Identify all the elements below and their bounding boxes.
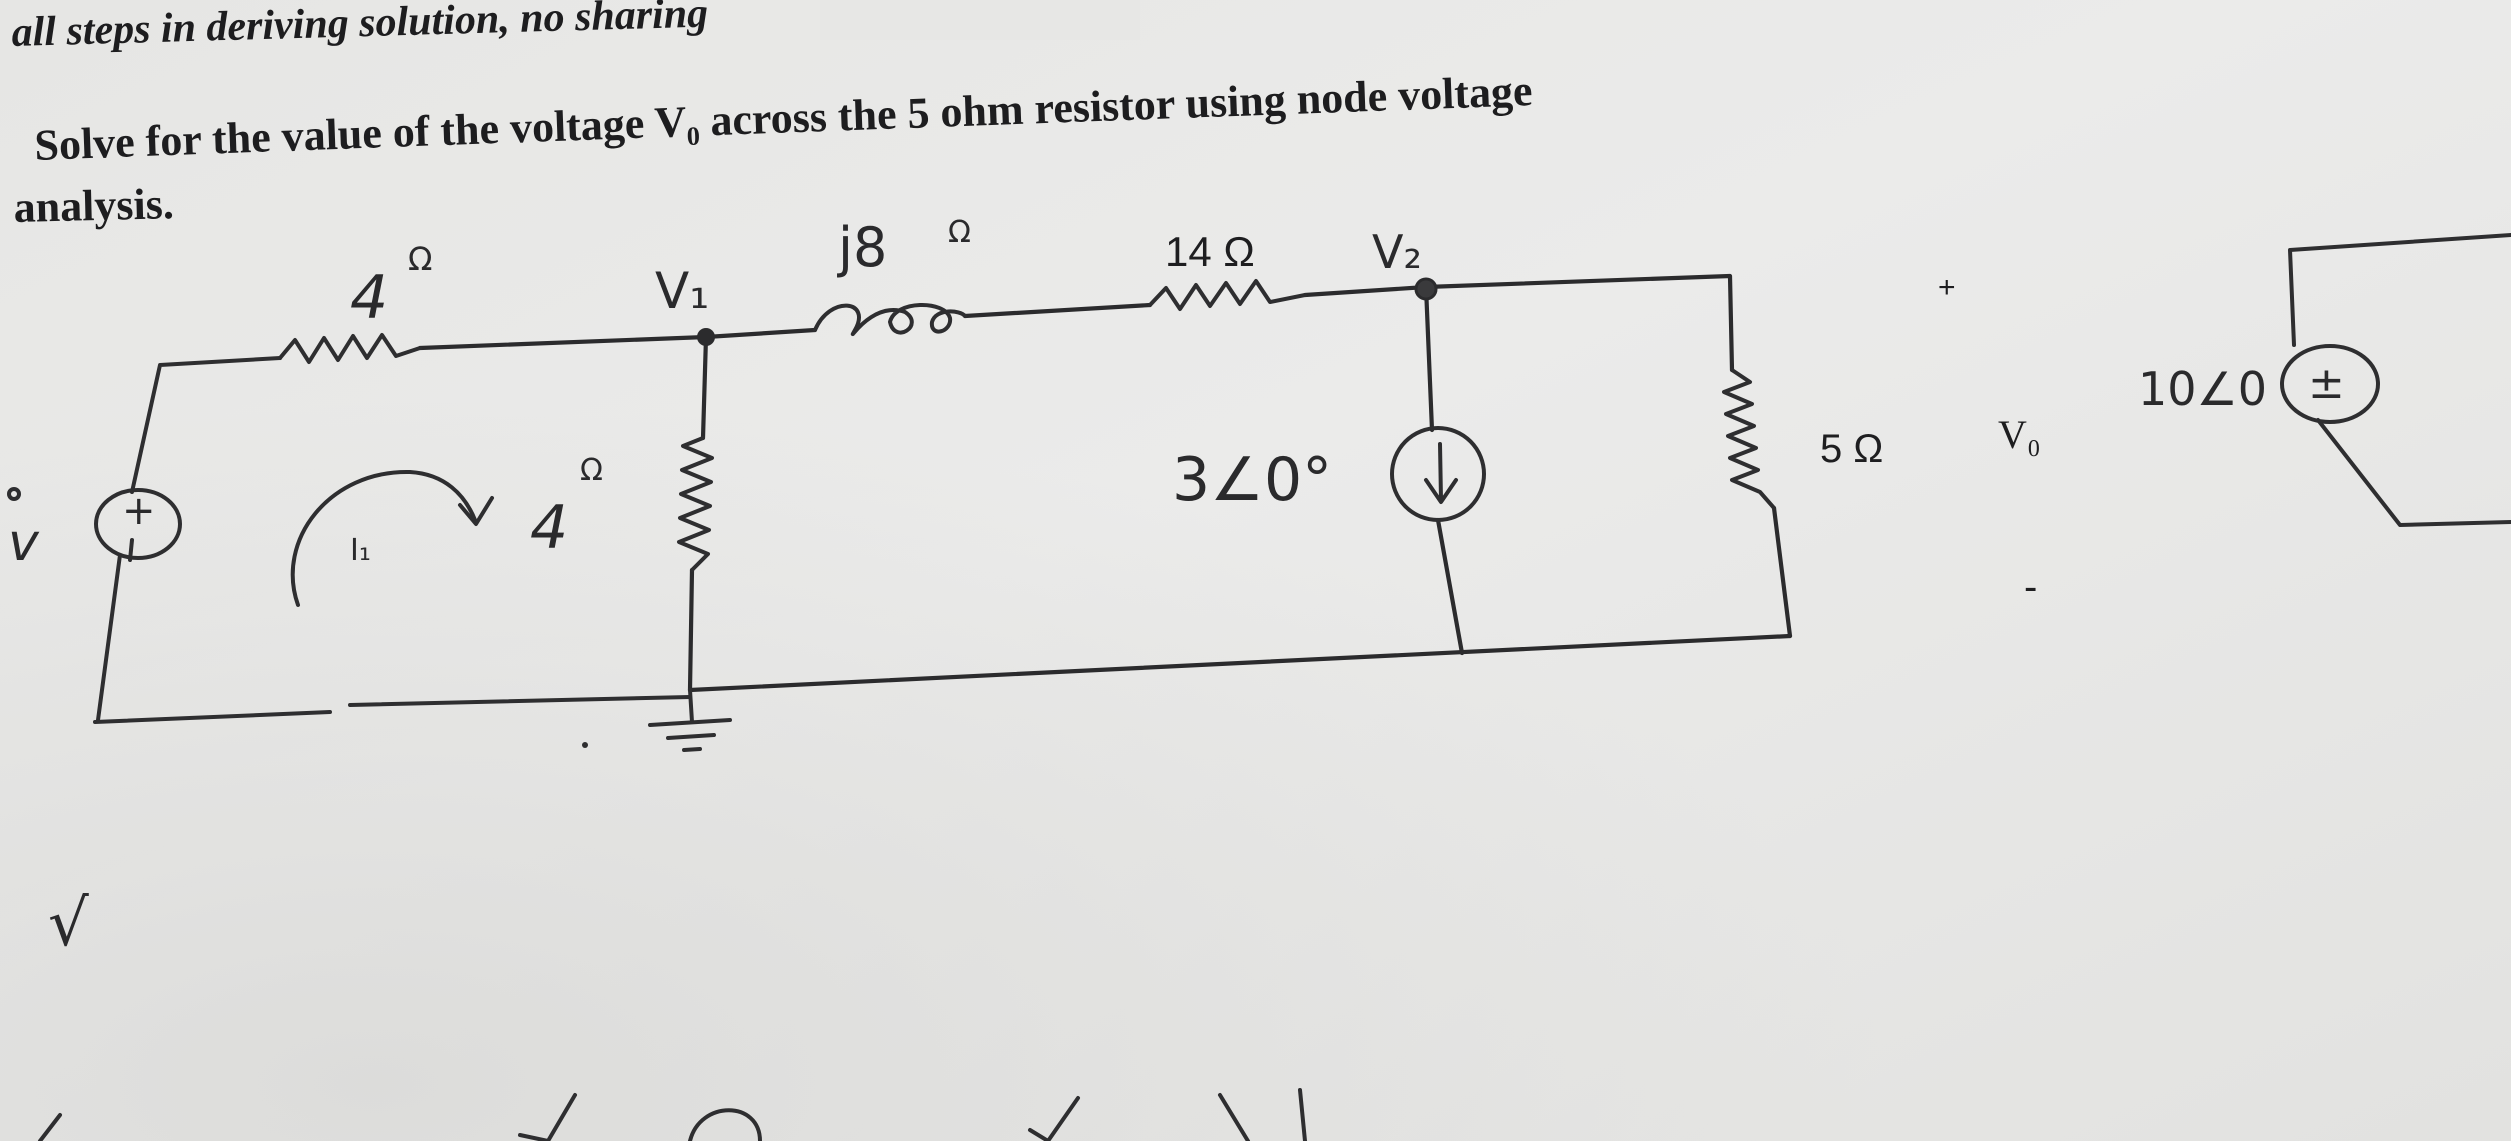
wire-node1-down <box>700 334 709 441</box>
mesh-arc <box>290 469 477 607</box>
wire-r2-down-ground <box>687 567 695 693</box>
checkmark-1: √ <box>48 887 89 961</box>
vo-plus: + <box>1938 271 1956 304</box>
vo-label: V₀ <box>1998 412 2041 457</box>
wire-node1-to-inductor <box>703 327 818 340</box>
wire-left-top <box>130 356 282 494</box>
bottom-mark-5 <box>1218 1088 1307 1141</box>
node1-label: V₁ <box>655 262 709 320</box>
right-source-plus: ± <box>2308 358 2345 409</box>
r5-label: 5 Ω <box>1820 427 1883 471</box>
wire-bottom-right <box>687 633 1793 693</box>
bottom-mark-1 <box>38 1113 62 1141</box>
wire-node2-down <box>1423 284 1435 433</box>
wire-left-source-down <box>96 553 122 722</box>
inductor-label: j8 <box>837 216 887 279</box>
node-v2-dot <box>1414 277 1438 301</box>
mesh-arrowhead <box>458 496 494 526</box>
mesh-current-arrow: I₁ <box>290 469 494 607</box>
inductor-unit: Ω <box>948 215 971 250</box>
r1-value: 4 <box>350 263 388 333</box>
resistor-r3 <box>1148 279 1307 311</box>
bottom-mark-2 <box>518 1093 577 1141</box>
right-source-circle <box>2280 344 2380 424</box>
circuit-wires <box>93 273 1793 724</box>
ground-stem <box>688 688 694 724</box>
mesh-current-label: I₁ <box>350 533 371 568</box>
resistor-r1 <box>278 333 422 364</box>
current-source-circle <box>1390 426 1486 522</box>
left-source-degree <box>7 487 21 501</box>
handwritten-marks: √ <box>38 887 1307 1141</box>
wire-cs-down <box>1435 517 1465 656</box>
node-v1-dot <box>697 328 715 346</box>
left-source-circle <box>94 488 182 560</box>
wire-node2-to-right <box>1423 273 1735 373</box>
current-source-arrow <box>1424 442 1458 504</box>
right-voltage-source: ± 10∠0 <box>2138 233 2511 527</box>
right-source-label: 10∠0 <box>2138 362 2267 416</box>
vo-minus: - <box>2024 565 2037 609</box>
wire-r3-to-node2 <box>1302 284 1429 298</box>
bottom-mark-3 <box>688 1108 762 1141</box>
resistor-r5 <box>1722 368 1776 510</box>
bottom-mark-4 <box>1028 1096 1080 1141</box>
left-source-minus <box>128 538 134 562</box>
statement-line-2: analysis. <box>13 179 174 232</box>
component-labels: 4 Ω V₁ 4 Ω j8 Ω 14 Ω V₂ 3∠0° 5 Ω V₀ + - <box>350 215 2041 609</box>
r2-value: 4 <box>530 493 568 563</box>
left-source-label: v <box>8 513 40 573</box>
ground-bars <box>648 718 732 752</box>
current-source-label: 3∠0° <box>1172 445 1332 515</box>
r1-unit: Ω <box>408 240 432 278</box>
wire-bottom-left <box>93 695 692 724</box>
wire-r1-to-node1 <box>417 334 709 351</box>
node2-label: V₂ <box>1372 225 1422 279</box>
left-voltage-source: + v <box>7 487 182 573</box>
right-source-wire <box>2288 233 2511 527</box>
wire-r5-bottom <box>1771 505 1793 639</box>
inductor-j8 <box>813 303 967 337</box>
header-cutoff-shadow <box>820 0 1140 40</box>
r3-label: 14 Ω <box>1165 228 1255 275</box>
current-source <box>1390 426 1486 522</box>
ground-symbol <box>582 688 732 752</box>
resistor-r2 <box>677 436 714 572</box>
stray-dot <box>582 742 588 748</box>
left-source-plus: + <box>122 488 156 534</box>
r2-unit: Ω <box>580 453 603 488</box>
wire-inductor-to-r3 <box>962 302 1153 319</box>
